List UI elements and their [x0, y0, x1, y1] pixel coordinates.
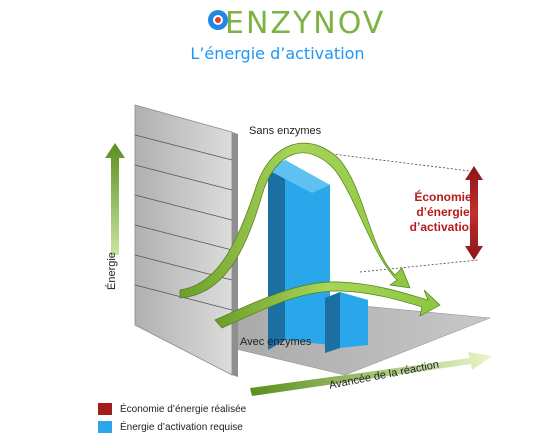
energy-saving-arrow: [465, 166, 483, 260]
label-with-enzymes: Avec enzymes: [240, 336, 312, 348]
logo-wordmark: ENZYNOV: [225, 6, 386, 41]
logo-gear-icon: [208, 10, 228, 30]
legend-swatch-blue: [98, 421, 112, 433]
energy-axis-label: Énergie: [106, 252, 118, 290]
legend-item-activation-energy: Énergie d’activation requise: [98, 421, 243, 433]
curve-without-enzymes: [179, 142, 411, 299]
curve-with-enzymes: [214, 281, 441, 329]
reference-line-bottom: [359, 259, 479, 273]
back-wall: [134, 104, 238, 377]
legend-label: Économie d’énergie réalisée: [120, 403, 247, 415]
activation-energy-bar-short: [325, 292, 368, 353]
legend-swatch-red: [98, 403, 112, 415]
label-without-enzymes: Sans enzymes: [249, 125, 322, 137]
diagram-title: L’énergie d’activation: [190, 44, 365, 63]
legend-item-energy-saving: Économie d’énergie réalisée: [98, 403, 246, 415]
activation-energy-bar-tall: [268, 160, 330, 350]
reaction-progress-axis-arrow: [250, 352, 492, 396]
logo: [206, 8, 230, 37]
energy-axis-arrow: [105, 143, 125, 255]
legend-label: Énergie d’activation requise: [120, 421, 243, 433]
energy-saving-label: Économie d’énergie d’activation: [409, 190, 477, 234]
